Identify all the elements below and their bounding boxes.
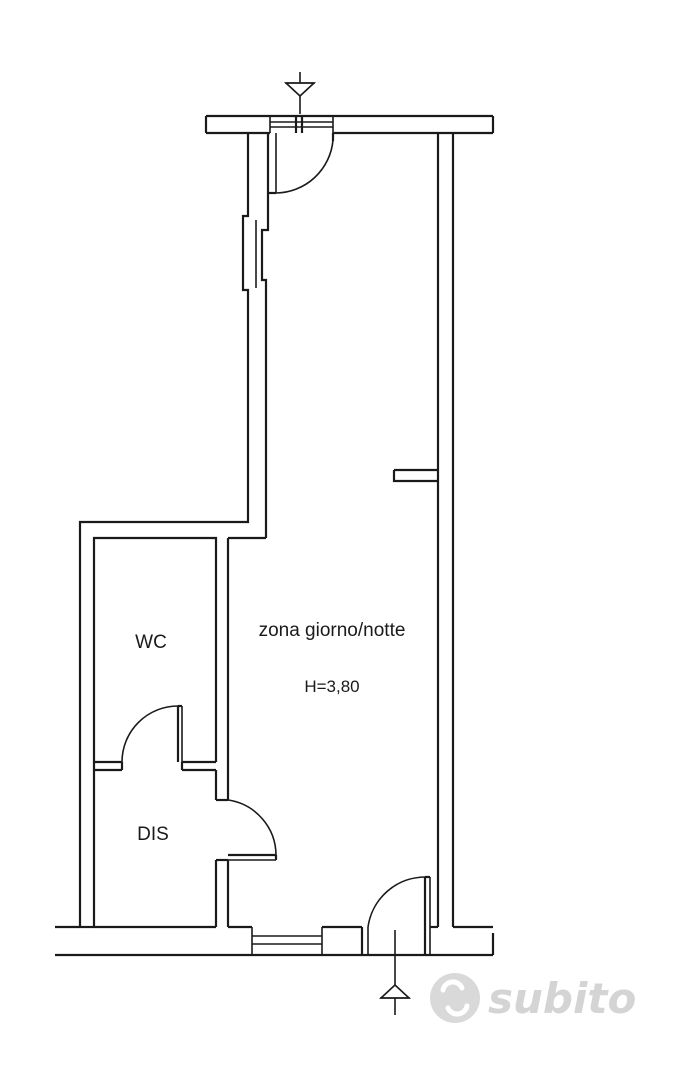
dis-door-icon: [227, 799, 278, 861]
service-block-walls: [92, 536, 266, 927]
watermark-text: subito: [488, 974, 636, 1023]
top-entrance-arrow-icon: [283, 72, 317, 114]
top-wall: [204, 114, 495, 135]
ceiling-height-label: H=3,80: [304, 677, 359, 696]
wc-door-icon: [120, 704, 184, 770]
wc-label: WC: [135, 632, 167, 653]
subito-watermark: subito: [430, 973, 636, 1023]
bottom-window: [251, 927, 323, 955]
living-left-wall: [78, 133, 270, 927]
subito-logo-icon: [430, 973, 480, 1023]
bottom-door-icon: [360, 875, 431, 955]
living-zone-label: zona giorno/notte: [259, 620, 406, 641]
bottom-wall: [55, 925, 493, 957]
top-window: [269, 116, 334, 133]
dis-label: DIS: [137, 824, 169, 845]
top-door-icon: [266, 133, 335, 195]
right-wall: [392, 133, 495, 955]
bottom-entrance-arrow-icon: [378, 930, 412, 1015]
